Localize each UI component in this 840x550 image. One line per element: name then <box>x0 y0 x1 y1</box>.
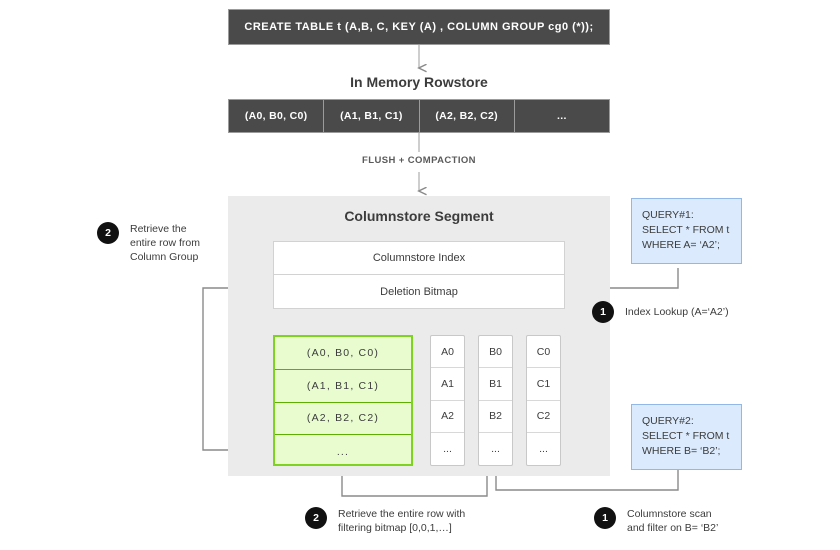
annotation-text: Columnstore scan and filter on B= ‘B2’ <box>627 507 718 535</box>
column-stack-c: C0 C1 C2 ... <box>526 335 561 466</box>
column-cell: B1 <box>479 368 512 401</box>
rowstore-table: (A0, B0, C0) (A1, B1, C1) (A2, B2, C2) .… <box>228 99 610 133</box>
column-cell: A1 <box>431 368 464 401</box>
annotation-line: entire row from <box>130 237 201 249</box>
columnstore-index-label: Columnstore Index <box>372 252 466 264</box>
annotation-text: Retrieve the entire row with filtering b… <box>338 507 465 535</box>
create-table-statement-text: CREATE TABLE t (A,B, C, KEY (A) , COLUMN… <box>244 21 594 33</box>
columnstore-segment-title: Columnstore Segment <box>344 208 494 224</box>
annotation-text: Index Lookup (A=‘A2’) <box>625 305 729 319</box>
annotation-line: Retrieve the <box>130 223 187 235</box>
column-cell: ... <box>491 442 500 455</box>
rowstore-title: In Memory Rowstore <box>350 74 488 90</box>
rowstore-cell: (A1, B1, C1) <box>324 100 420 132</box>
column-group-row: (A2, B2, C2) <box>275 403 411 436</box>
annotation-line: and filter on B= ‘B2’ <box>627 522 719 534</box>
flush-compaction-label: FLUSH + COMPACTION <box>362 155 476 166</box>
step-badge: 2 <box>305 507 327 529</box>
rowstore-cell: ... <box>557 110 567 122</box>
column-group-row: (A1, B1, C1) <box>275 370 411 403</box>
column-cell: B2 <box>479 401 512 433</box>
column-group-row: ... <box>336 445 350 458</box>
column-cell: A2 <box>431 401 464 433</box>
column-cell: C2 <box>527 401 560 433</box>
annotation-text: Retrieve the entire row from Column Grou… <box>130 222 200 264</box>
step-badge: 2 <box>97 222 119 244</box>
annotation-index-lookup: 1 Index Lookup (A=‘A2’) <box>592 301 729 323</box>
query-1-line: SELECT * FROM t <box>642 224 730 236</box>
annotation-line: Index Lookup (A=‘A2’) <box>625 306 729 318</box>
column-cell: A0 <box>431 336 464 369</box>
query-1-box: QUERY#1: SELECT * FROM t WHERE A= ‘A2’; <box>631 198 742 264</box>
annotation-line: filtering bitmap [0,0,1,…] <box>338 522 452 534</box>
column-cell: ... <box>539 442 548 455</box>
step-badge: 1 <box>592 301 614 323</box>
annotation-line: Columnstore scan <box>627 508 712 520</box>
step-badge: 1 <box>594 507 616 529</box>
column-stack-a: A0 A1 A2 ... <box>430 335 465 466</box>
deletion-bitmap-label: Deletion Bitmap <box>380 285 458 298</box>
deletion-bitmap-box: Deletion Bitmap <box>273 275 565 309</box>
annotation-line: Column Group <box>130 251 199 263</box>
column-group-row: (A0, B0, C0) <box>275 337 411 370</box>
annotation-line: Retrieve the entire row with <box>338 508 466 520</box>
column-cell: C0 <box>527 336 560 369</box>
column-stack-b: B0 B1 B2 ... <box>478 335 513 466</box>
column-group-block: (A0, B0, C0) (A1, B1, C1) (A2, B2, C2) .… <box>273 335 413 466</box>
annotation-columnstore-scan: 1 Columnstore scan and filter on B= ‘B2’ <box>594 507 718 535</box>
create-table-statement-bar: CREATE TABLE t (A,B, C, KEY (A) , COLUMN… <box>228 9 610 45</box>
rowstore-cell: (A0, B0, C0) <box>229 100 325 132</box>
query-2-box: QUERY#2: SELECT * FROM t WHERE B= ‘B2’; <box>631 404 742 470</box>
column-cell: B0 <box>479 336 512 369</box>
annotation-retrieve-with-filtering-bitmap: 2 Retrieve the entire row with filtering… <box>305 507 465 535</box>
rowstore-cell: (A2, B2, C2) <box>420 100 515 132</box>
columnstore-index-box: Columnstore Index <box>273 241 565 275</box>
query-1-line: QUERY#1: <box>642 209 694 221</box>
column-cell: C1 <box>527 368 560 401</box>
column-cell: ... <box>443 442 452 455</box>
annotation-retrieve-from-column-group: 2 Retrieve the entire row from Column Gr… <box>97 222 200 264</box>
query-2-line: WHERE B= ‘B2’; <box>642 445 721 457</box>
query-2-line: QUERY#2: <box>642 415 694 427</box>
query-1-line: WHERE A= ‘A2’; <box>642 239 720 251</box>
query-2-line: SELECT * FROM t <box>642 430 730 442</box>
